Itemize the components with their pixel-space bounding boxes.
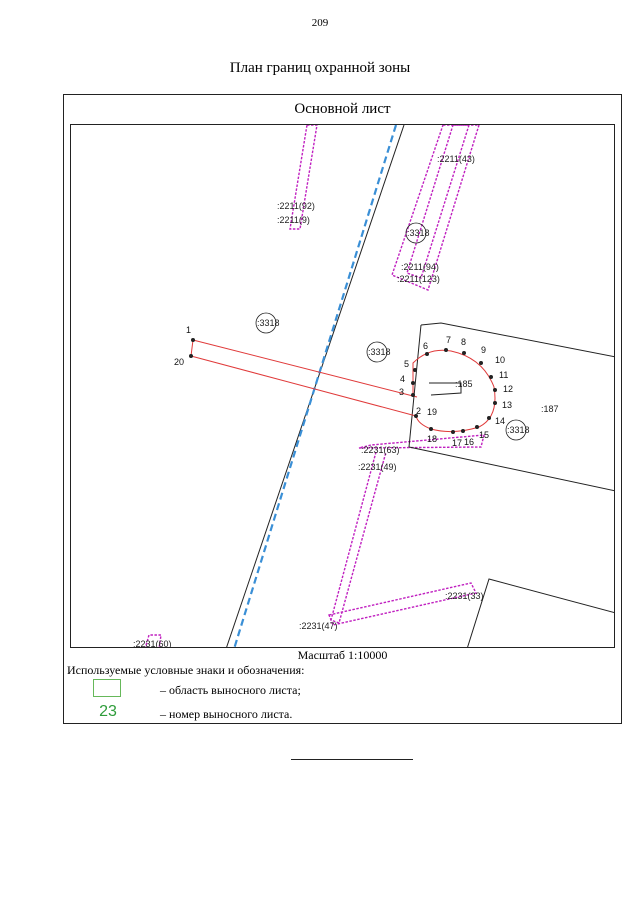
circle-label: :3318 <box>407 228 430 238</box>
parcel-187-bottom-boundary <box>408 446 614 492</box>
road-centerline <box>233 125 398 647</box>
parcel-label: :2231(63) <box>361 445 400 455</box>
marker-3318-c <box>366 341 388 363</box>
legend-sheet-number-sample: 23 <box>99 703 117 720</box>
circle-labels: :3318 :3318 :3318 :3318 <box>257 228 530 435</box>
parcel-label: :187 <box>541 404 559 414</box>
parcel-label: :2231(60) <box>133 639 172 648</box>
southeast-parcel-boundary <box>467 578 614 647</box>
parcel-2231-63-outline <box>358 434 485 449</box>
point-label: 1 <box>186 325 191 335</box>
marker-3318-d <box>505 419 527 441</box>
point-label: 2 <box>416 406 421 416</box>
point-label: 9 <box>481 345 486 355</box>
circle-label: :3318 <box>507 425 530 435</box>
zone-south-edge <box>190 355 417 417</box>
circle-label: :3318 <box>257 318 280 328</box>
point-labels: 1 20 2 19 3 4 5 6 7 8 9 10 11 12 13 14 1… <box>174 325 513 448</box>
zone-north-edge <box>192 339 418 398</box>
point-label: 20 <box>174 357 184 367</box>
parcel-185-outline <box>429 382 462 396</box>
map-scale: Масштаб 1:10000 <box>297 648 388 662</box>
point-label: 14 <box>495 416 505 426</box>
point-label: 18 <box>427 434 437 444</box>
legend-text-sheet-area: – область выносного листа; <box>160 683 301 697</box>
parcel-187-left-boundary <box>408 324 422 448</box>
page-title: План границ охранной зоны <box>229 60 411 76</box>
point-label: 4 <box>400 374 405 384</box>
parcel-labels: :2211(43) :2211(92) :2211(9) :2211(94) :… <box>133 154 559 648</box>
parcel-boundaries <box>144 125 485 647</box>
legend-title: Используемые условные знаки и обозначени… <box>67 663 305 677</box>
circle-label: :3318 <box>368 347 391 357</box>
parcel-label: :2211(9) <box>277 215 310 225</box>
map-canvas: :2211(43) :2211(92) :2211(9) :2211(94) :… <box>133 125 614 648</box>
parcel-2231-60-outline <box>144 634 162 647</box>
point-label: 13 <box>502 400 512 410</box>
point-label: 11 <box>499 370 508 380</box>
parcel-187-top-boundary <box>420 322 614 358</box>
road-edge-line <box>226 125 405 647</box>
point-label: 12 <box>503 384 513 394</box>
point-label: 16 <box>464 437 474 447</box>
parcel-label: :2231(49) <box>358 462 397 472</box>
legend-swatch-sheet-area <box>93 679 121 697</box>
footer-signature-line <box>291 759 413 760</box>
parcel-label: :2211(94) <box>401 262 439 272</box>
parcel-label: :2211(43) <box>437 154 475 164</box>
parcel-2211-92-outline <box>289 125 318 230</box>
point-label: 3 <box>399 387 404 397</box>
page-number: 209 <box>311 17 329 29</box>
parcel-2211-43-outline <box>391 125 480 291</box>
point-label: 7 <box>446 335 451 345</box>
point-label: 15 <box>479 430 489 440</box>
parcel-2231-49-outline <box>330 451 387 624</box>
parcel-solid-boundaries <box>408 322 614 647</box>
parcel-2231-33-outline <box>328 582 478 626</box>
point-label: 17 <box>452 438 462 448</box>
parcel-2211-43-inner <box>406 125 470 279</box>
marker-3318-a <box>405 222 427 244</box>
circle-markers <box>255 222 527 441</box>
zone-west-edge <box>190 339 194 357</box>
map-area[interactable]: :2211(43) :2211(92) :2211(9) :2211(94) :… <box>70 124 615 648</box>
parcel-label: :2211(92) <box>277 201 315 211</box>
point-label: 19 <box>427 407 437 417</box>
point-label: 5 <box>404 359 409 369</box>
parcel-label: :2231(47) <box>299 621 338 631</box>
point-label: 6 <box>423 341 428 351</box>
boundary-points <box>189 338 497 434</box>
parcel-label: :185 <box>455 379 473 389</box>
main-sheet-frame <box>63 94 622 724</box>
parcel-label: :2211(123) <box>397 274 440 284</box>
parcel-label: :2231(33) <box>445 591 484 601</box>
legend-text-sheet-number: – номер выносного листа. <box>160 707 293 721</box>
point-label: 8 <box>461 337 466 347</box>
sheet-title: Основной лист <box>294 101 391 117</box>
marker-3318-b <box>255 312 277 334</box>
protected-zone-boundary <box>190 339 496 433</box>
point-label: 10 <box>495 355 505 365</box>
